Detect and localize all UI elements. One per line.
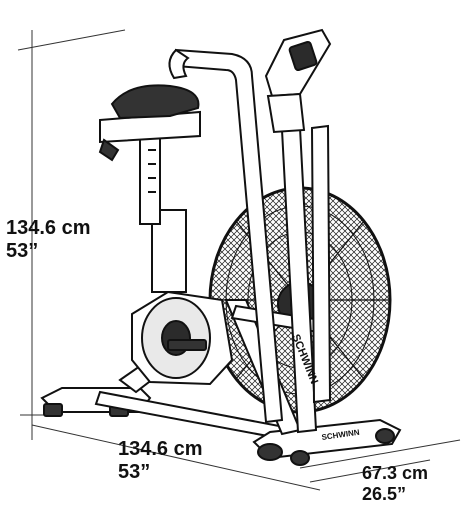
- console: [264, 28, 332, 134]
- width-imperial: 26.5”: [362, 484, 407, 504]
- drive-housing: [131, 290, 234, 386]
- length-dimension-label: 134.6 cm 53”: [118, 438, 203, 484]
- dimension-lines: [17, 29, 461, 491]
- length-metric: 134.6 cm: [118, 438, 203, 460]
- width-dimension-label: 67.3 cm 26.5”: [362, 463, 428, 505]
- front-stabilizer: [252, 418, 402, 466]
- frame: [224, 124, 332, 436]
- handlebar: [168, 48, 284, 424]
- height-metric: 134.6 cm: [6, 217, 91, 239]
- length-imperial: 53”: [118, 461, 151, 483]
- height-imperial: 53”: [6, 240, 39, 262]
- seat-assembly: [98, 84, 201, 293]
- width-metric: 67.3 cm: [362, 463, 429, 483]
- height-dimension-label: 134.6 cm 53”: [6, 217, 91, 263]
